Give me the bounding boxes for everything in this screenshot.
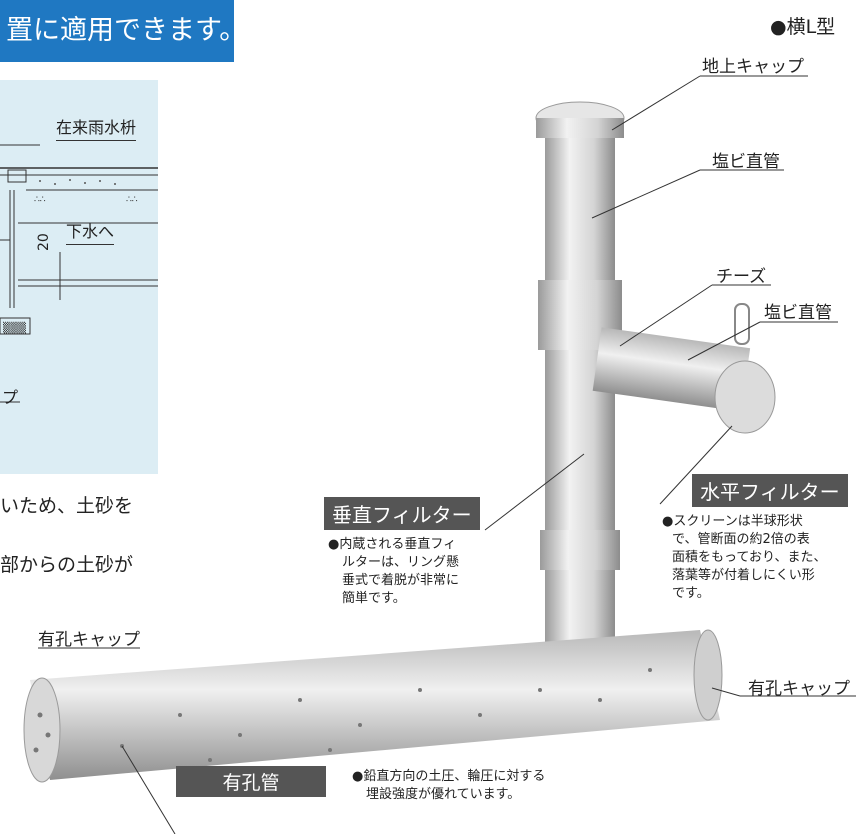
horizontal-filter-note-line: 面積をもっており、また、 <box>672 550 827 565</box>
vertical-filter-tag: 垂直フィルター <box>324 497 480 530</box>
type-label: ●横L型 <box>770 16 836 38</box>
perforated-pipe-note-line: ●鉛直方向の土圧、輪圧に対する <box>352 769 546 784</box>
svg-text:∴∴: ∴∴ <box>34 195 45 205</box>
diagram-drawing: ∴∴ ∴∴ ▒▒▒ <box>0 144 158 403</box>
horizontal-filter-note: ●スクリーンは半球形状 で、管断面の約2倍の表 面積をもっており、また、 落葉等… <box>662 513 856 603</box>
section-banner: 置に適用できます。 <box>0 0 234 62</box>
vertical-filter-note-line: 垂式で着脱が非常に <box>342 573 460 588</box>
horizontal-filter-note-line: 落葉等が付着しにくい形 <box>672 568 815 583</box>
vertical-pvc-pipe <box>545 115 615 685</box>
installation-diagram: ∴∴ ∴∴ ▒▒▒ <box>0 80 158 474</box>
vertical-filter-note: ●内蔵される垂直フィ ルターは、リング懸 垂式で着脱が非常に 簡単です。 <box>328 536 498 608</box>
perforated-cap-right-label: 有孔キャップ <box>748 679 850 699</box>
horizontal-filter-tag: 水平フィルター <box>692 474 848 507</box>
to-sewer-label: 下水へ <box>66 218 115 245</box>
ground-cap-label: 地上キャップ <box>702 57 804 77</box>
vertical-filter-note-line: ルターは、リング懸 <box>342 555 460 570</box>
perforated-pipe-note: ●鉛直方向の土圧、輪圧に対する 埋設強度が優れています。 <box>352 768 612 804</box>
perforated-pipe-note-line: 埋設強度が優れています。 <box>366 787 521 802</box>
pvc-pipe-label-1: 塩ビ直管 <box>712 152 780 172</box>
perforated-cap-left <box>23 677 61 783</box>
perforated-cap-right <box>693 629 723 721</box>
svg-text:∴∴: ∴∴ <box>126 195 137 205</box>
cap-label-fragment: プ <box>2 388 19 407</box>
body-text-line-1: いため、土砂を <box>0 495 134 517</box>
body-text-line-2: 部からの土砂が <box>0 554 134 576</box>
vertical-filter-note-line: 簡単です。 <box>342 591 406 606</box>
horizontal-filter-screen <box>714 360 776 434</box>
perforated-cap-left-label: 有孔キャップ <box>38 630 140 650</box>
horizontal-filter-note-line: です。 <box>672 586 710 601</box>
catch-basin-label: 在来雨水枡 <box>56 114 137 141</box>
vertical-filter-note-line: ●内蔵される垂直フィ <box>328 537 457 552</box>
perforated-pipe-tag: 有孔管 <box>176 766 326 797</box>
tee-label: チーズ <box>716 267 767 287</box>
horizontal-filter-note-line: で、管断面の約2倍の表 <box>672 532 810 547</box>
perforated-pipe <box>30 630 720 780</box>
pvc-pipe-label-2: 塩ビ直管 <box>764 303 832 323</box>
svg-text:▒▒▒: ▒▒▒ <box>3 321 26 334</box>
horizontal-filter-note-line: ●スクリーンは半球形状 <box>662 514 803 529</box>
